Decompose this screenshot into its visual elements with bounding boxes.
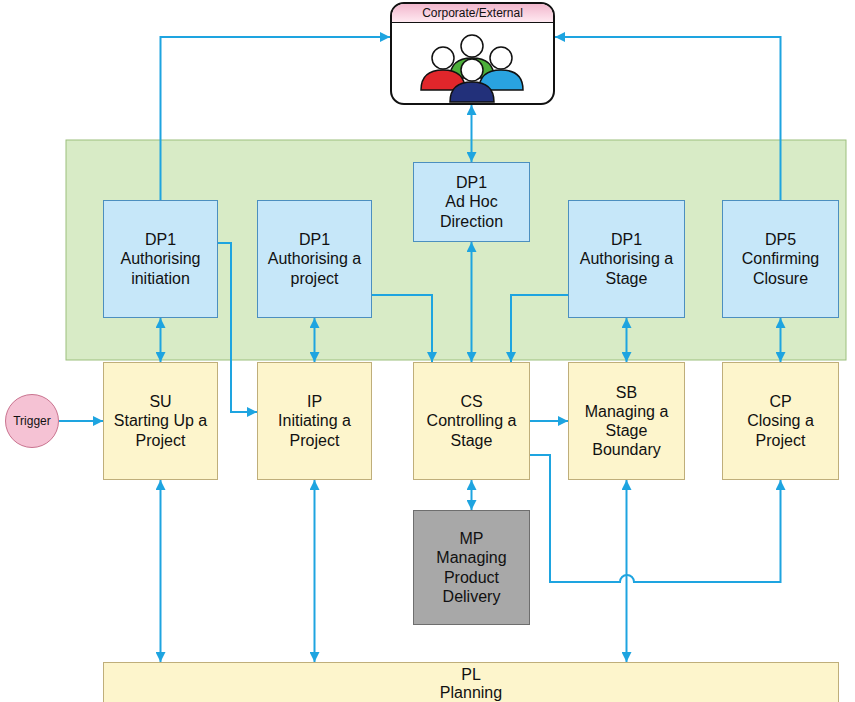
process-box: IPInitiating a Project xyxy=(257,362,372,480)
connector-arrow xyxy=(626,318,628,362)
direction-box: DP1Authorising initiation xyxy=(103,200,218,318)
node-code: SB xyxy=(616,383,637,402)
connector-arrow xyxy=(780,318,782,362)
node-code: DP1 xyxy=(456,173,487,192)
node-code: DP1 xyxy=(299,230,330,249)
connector-arrow xyxy=(530,420,568,422)
connector-arrow xyxy=(471,480,473,510)
connector-arrow xyxy=(314,480,316,662)
direction-box: DP1Authorising a project xyxy=(257,200,372,318)
node-code: CP xyxy=(769,392,791,411)
connector-arrow xyxy=(59,420,103,422)
connector-arrow xyxy=(372,295,432,362)
connector-arrow xyxy=(160,318,162,362)
node-title: Starting Up a Project xyxy=(110,411,211,449)
connector-arrow xyxy=(218,243,257,412)
node-title: Controlling a Stage xyxy=(420,411,523,449)
connector-arrow xyxy=(160,480,162,662)
external-group: Corporate/External xyxy=(390,2,555,105)
direction-band xyxy=(66,140,846,360)
node-code: DP1 xyxy=(611,230,642,249)
planning-band: PLPlanning xyxy=(103,662,839,702)
connector-arrow xyxy=(626,480,628,662)
process-box: MPManaging Product Delivery xyxy=(413,510,530,625)
node-title: Confirming Closure xyxy=(729,249,832,287)
connector-arrow xyxy=(555,37,781,200)
direction-box: DP1Ad Hoc Direction xyxy=(413,162,530,242)
node-title: Authorising initiation xyxy=(110,249,211,287)
connector-arrow xyxy=(161,37,391,200)
people-icon xyxy=(421,35,523,102)
node-title: Managing Product Delivery xyxy=(420,548,523,606)
node-code: CS xyxy=(460,392,482,411)
node-title: Managing a Stage Boundary xyxy=(575,402,678,460)
connector-arrow xyxy=(471,242,473,362)
direction-box: DP1Authorising a Stage xyxy=(568,200,685,318)
node-code: Trigger xyxy=(13,414,51,428)
process-box: CPClosing a Project xyxy=(722,362,839,480)
connector-arrow xyxy=(471,105,473,162)
node-code: IP xyxy=(307,392,322,411)
node-code: MP xyxy=(460,529,484,548)
connector-arrow xyxy=(314,318,316,362)
connector-arrow xyxy=(511,295,568,362)
corporate-ground xyxy=(391,3,554,104)
direction-box: DP5Confirming Closure xyxy=(722,200,839,318)
node-code: PL xyxy=(461,666,481,684)
node-title: Ad Hoc Direction xyxy=(420,192,523,230)
node-code: DP5 xyxy=(765,230,796,249)
node-code: SU xyxy=(149,392,171,411)
node-title: Authorising a project xyxy=(264,249,365,287)
process-box: SUStarting Up a Project xyxy=(103,362,218,480)
node-code: Corporate/External xyxy=(392,4,553,23)
node-title: Planning xyxy=(440,684,502,702)
node-title: Initiating a Project xyxy=(264,411,365,449)
process-box: SBManaging a Stage Boundary xyxy=(568,362,685,480)
trigger-circle: Trigger xyxy=(5,394,59,448)
node-title: Authorising a Stage xyxy=(575,249,678,287)
node-code: DP1 xyxy=(145,230,176,249)
process-box: CSControlling a Stage xyxy=(413,362,530,480)
node-title: Closing a Project xyxy=(729,411,832,449)
